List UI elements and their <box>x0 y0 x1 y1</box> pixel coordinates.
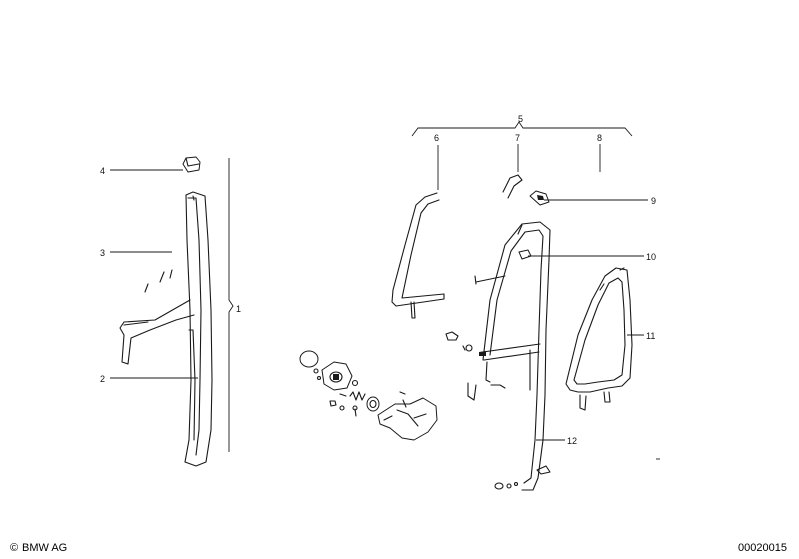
callout-11: 11 <box>646 331 655 341</box>
callout-9: 9 <box>651 196 656 206</box>
bracket-1 <box>228 158 234 452</box>
part-2-lower-rail-section <box>188 329 196 441</box>
diagram-number: 00020015 <box>738 542 787 554</box>
callout-4: 4 <box>100 166 105 176</box>
part-9-clip <box>529 190 550 206</box>
part-4-cap <box>182 156 201 173</box>
callout-12: 12 <box>567 436 577 446</box>
callout-10: 10 <box>646 252 656 262</box>
part-12-vent-window-frame <box>445 221 551 491</box>
regulator-motor-parts <box>299 350 438 441</box>
part-7-seal-piece <box>502 174 523 199</box>
callout-3: 3 <box>100 248 105 258</box>
callout-1: 1 <box>236 304 241 314</box>
part-10-pivot <box>518 249 532 260</box>
callout-8: 8 <box>597 133 602 143</box>
part-6-seal-strip <box>391 192 445 319</box>
callout-5: 5 <box>518 114 523 124</box>
part-11-vent-glass-frame <box>565 267 633 411</box>
callout-7: 7 <box>515 133 520 143</box>
part-3-window-guide-rail <box>119 191 213 467</box>
callout-2: 2 <box>100 374 105 384</box>
copyright-mark: © <box>10 542 18 554</box>
brand-label: BMW AG <box>22 542 67 554</box>
brace-5 <box>411 121 633 137</box>
callout-6: 6 <box>434 133 439 143</box>
